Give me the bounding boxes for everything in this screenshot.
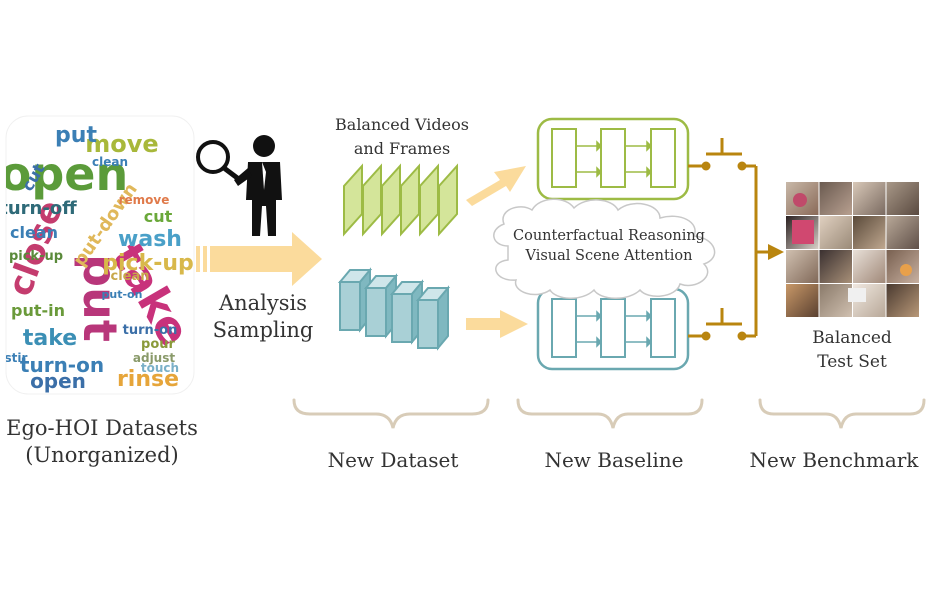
- word-cloud-word: take: [23, 326, 77, 351]
- switch-nodes: [701, 161, 784, 341]
- word-cloud-word: adjust: [133, 351, 175, 365]
- magnifier-person-icon: [196, 135, 282, 236]
- frame-panel: [438, 163, 458, 237]
- balanced-videos-label: Balanced Videos: [335, 115, 469, 134]
- word-cloud-word: put: [73, 254, 127, 342]
- balanced-label: Balanced: [812, 328, 892, 348]
- word-cloud-word: open: [0, 147, 128, 201]
- word-cloud-word: turn-on: [123, 323, 178, 338]
- word-cloud: openputtakeclosemoveputwashpick-upput-do…: [0, 115, 195, 395]
- test-set-tile: [819, 250, 852, 283]
- balanced-frames-stack: [343, 163, 458, 237]
- balanced-videos-stack: [337, 267, 451, 351]
- tile-accent: [900, 264, 912, 276]
- tile-accent: [792, 220, 814, 244]
- frame-panel: [362, 163, 382, 237]
- word-cloud-word: stir: [5, 351, 28, 365]
- test-set-tile: [853, 182, 886, 215]
- datasets-sublabel: (Unorganized): [25, 443, 179, 467]
- arrow-to-teal-model: [466, 310, 528, 338]
- word-cloud-word: turn-on: [20, 353, 104, 377]
- balanced-test-set-mosaic: [786, 182, 919, 317]
- test-set-tile: [819, 182, 852, 215]
- video-block-side: [437, 285, 449, 351]
- test-set-tile: [853, 250, 886, 283]
- sampling-label: Sampling: [212, 318, 314, 342]
- test-set-tile: [886, 284, 919, 317]
- new-benchmark-label: New Benchmark: [749, 448, 919, 472]
- word-cloud-word: rinse: [117, 367, 179, 392]
- word-cloud-word: wash: [118, 227, 182, 252]
- word-cloud-word: touch: [141, 361, 179, 375]
- word-cloud-word: put-on: [102, 288, 143, 301]
- and-frames-label: and Frames: [353, 139, 451, 158]
- tile-accent: [793, 193, 807, 207]
- video-block-front: [417, 299, 439, 349]
- tile-accent: [848, 288, 866, 302]
- frame-panel: [381, 163, 401, 237]
- word-cloud-word: move: [85, 130, 158, 158]
- visual-scene-attention-label: Visual Scene Attention: [525, 248, 693, 264]
- word-cloud-word: open: [30, 369, 86, 393]
- word-cloud-word: clean: [10, 223, 58, 242]
- video-block-front: [391, 293, 413, 343]
- word-cloud-word: remove: [119, 193, 170, 207]
- section-braces: [292, 398, 926, 429]
- word-cloud-word: pick-up: [102, 251, 194, 276]
- word-cloud-word: cut: [144, 207, 173, 226]
- word-cloud-word: put: [55, 123, 97, 148]
- word-cloud-word: put-in: [11, 301, 65, 320]
- reasoning-cloud: [493, 198, 716, 299]
- datasets-label: Ego-HOI Datasets: [6, 416, 198, 440]
- word-cloud-words: openputtakeclosemoveputwashpick-upput-do…: [0, 123, 194, 393]
- word-cloud-word: pick-up: [9, 249, 63, 264]
- test-set-tile: [886, 216, 919, 249]
- frame-panel: [343, 163, 363, 237]
- counterfactual-reasoning-label: Counterfactual Reasoning: [513, 228, 705, 244]
- test-set-tile: [786, 250, 819, 283]
- word-cloud-background: [5, 115, 195, 395]
- test-set-tile: [886, 182, 919, 215]
- analysis-arrow: [196, 232, 322, 286]
- test-set-tile: [819, 284, 852, 317]
- frame-panel: [400, 163, 420, 237]
- word-cloud-word: clean: [92, 155, 128, 169]
- arrow-to-green-model: [466, 166, 526, 206]
- new-baseline-label: New Baseline: [544, 448, 684, 472]
- test-set-tile: [819, 216, 852, 249]
- video-block-front: [365, 287, 387, 337]
- test-set-tile: [786, 284, 819, 317]
- analysis-label: Analysis: [218, 291, 308, 315]
- new-dataset-label: New Dataset: [327, 448, 459, 472]
- teal-model-box: [536, 287, 690, 371]
- frame-panel: [419, 163, 439, 237]
- green-model-box: [536, 117, 690, 201]
- test-set-label: Test Set: [817, 352, 887, 372]
- word-cloud-word: turn-off: [0, 198, 77, 219]
- word-cloud-word: clean: [110, 269, 149, 284]
- word-cloud-word: pour: [141, 337, 175, 352]
- test-set-tile: [853, 216, 886, 249]
- video-block-front: [339, 281, 361, 331]
